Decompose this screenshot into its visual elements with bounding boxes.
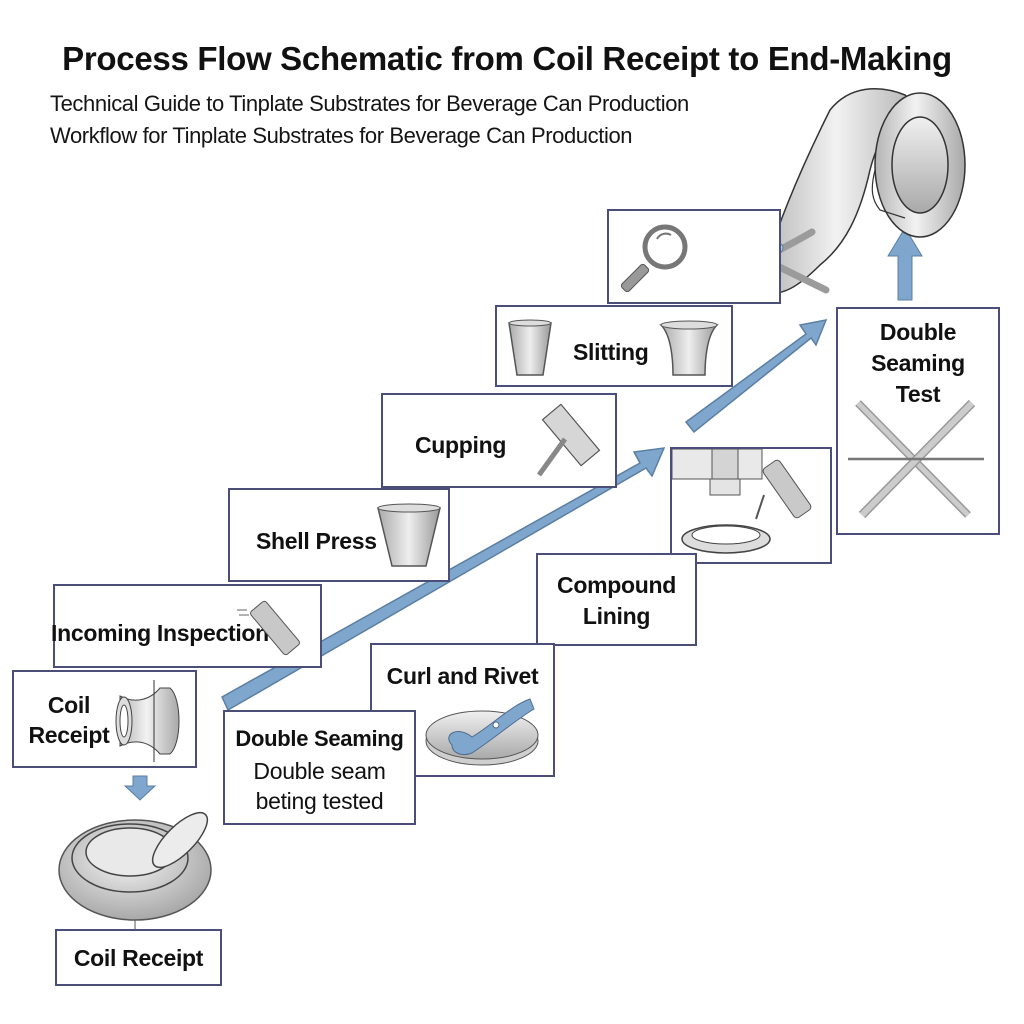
flared-cup-icon (659, 320, 719, 376)
crossed-gauges-icon (848, 399, 984, 519)
cup-icon (377, 503, 441, 567)
step-label-line2: Seaming (871, 350, 965, 376)
can-end-icon (58, 811, 212, 930)
cupping-tool-icon (536, 403, 601, 477)
step-label-line3: Test (895, 381, 941, 407)
step-cupping[interactable]: Cupping (381, 393, 617, 488)
step-label: Curl and Rivet (386, 663, 539, 689)
step-description-line2: beting tested (255, 788, 384, 814)
step-label-line2: Receipt (28, 722, 110, 748)
step-incoming-inspection[interactable]: Incoming Inspection (51, 584, 322, 668)
step-inspection-magnifier[interactable] (607, 209, 781, 304)
step-label: Shell Press (256, 528, 377, 554)
magnifier-icon (620, 224, 688, 293)
flow-arrow-down (123, 775, 157, 801)
step-label: Double Seaming (235, 726, 404, 751)
can-end-tab-icon (425, 698, 539, 766)
inspection-gun-icon (237, 600, 300, 656)
lining-machine-icon (671, 448, 812, 554)
step-label-line1: Double (879, 319, 957, 345)
step-coil-receipt[interactable]: Coil Receipt (12, 670, 197, 768)
flow-arrow-upper (684, 319, 828, 434)
step-label-line1: Coil (47, 692, 91, 718)
step-description-line1: Double seam (253, 758, 386, 784)
cup-icon (508, 319, 552, 376)
step-slitting[interactable]: Slitting (495, 305, 733, 387)
diagram-title: Process Flow Schematic from Coil Receipt… (62, 40, 952, 77)
step-label-line2: Lining (582, 603, 651, 629)
compound-lining-machine[interactable] (670, 447, 832, 564)
step-label: Incoming Inspection (51, 620, 269, 646)
step-label: Coil Receipt (73, 945, 204, 971)
step-double-seaming-test[interactable]: Double Seaming Test (836, 307, 1000, 535)
step-shell-press[interactable]: Shell Press (228, 488, 450, 582)
coil-icon (115, 680, 180, 762)
step-label-line1: Compound (557, 572, 676, 598)
step-compound-lining[interactable]: Compound Lining (536, 553, 697, 646)
step-label: Slitting (573, 339, 649, 365)
diagram-subtitle-1: Technical Guide to Tinplate Substrates f… (50, 91, 689, 116)
step-label: Cupping (415, 432, 507, 458)
flow-arrow-up (887, 227, 923, 301)
step-coil-receipt-bottom[interactable]: Coil Receipt (55, 929, 222, 986)
step-double-seaming[interactable]: Double Seaming Double seam beting tested (223, 710, 416, 825)
diagram-subtitle-2: Workflow for Tinplate Substrates for Bev… (50, 123, 633, 148)
